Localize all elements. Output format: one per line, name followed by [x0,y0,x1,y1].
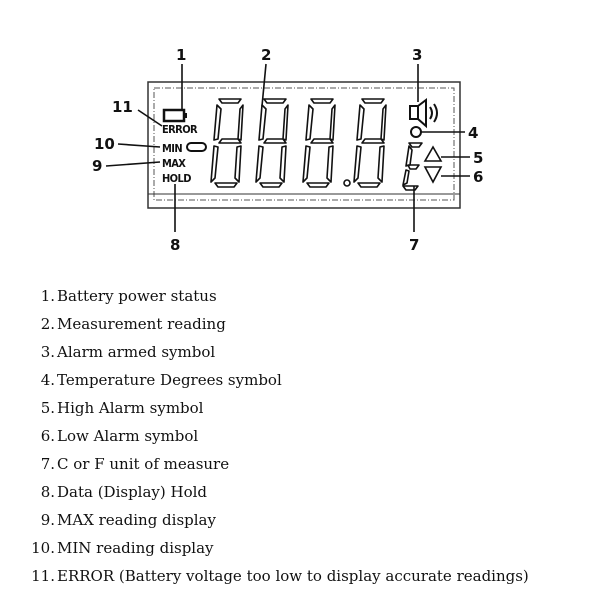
degree-icon [410,126,422,138]
legend-text: MAX reading display [57,511,216,529]
legend-item: 4.Temperature Degrees symbol [0,370,600,398]
high-alarm-icon [423,145,443,162]
legend-text: Measurement reading [57,315,226,333]
legend-number: 6. [40,427,55,445]
legend-number: 1. [40,287,55,305]
legend-number: 5. [40,399,55,417]
legend-item: 10.MIN reading display [0,538,600,566]
legend-item: 1.Battery power status [0,286,600,314]
callout-9: 9 [92,157,102,175]
battery-icon [162,108,187,123]
hold-label: HOLD [162,172,191,185]
decimal-point [343,179,351,187]
legend-text: C or F unit of measure [57,455,230,473]
legend-item: 9.MAX reading display [0,510,600,538]
callout-11: 11 [112,98,133,116]
leader-lines [105,63,470,232]
callout-10: 10 [94,135,115,153]
legend-item: 2.Measurement reading [0,314,600,342]
unit-segments [402,142,423,191]
callout-4: 4 [468,124,478,142]
legend-list: 1.Battery power status 2.Measurement rea… [0,286,600,594]
lcd-inner-frame [153,87,455,201]
callout-6: 6 [473,168,483,186]
measurement-digits [210,98,387,188]
legend-item: 11.ERROR (Battery voltage too low to dis… [0,566,600,594]
legend-text: Alarm armed symbol [57,343,216,361]
low-alarm-icon [423,166,443,184]
legend-number: 7. [40,455,55,473]
callout-1: 1 [176,46,186,64]
legend-item: 5.High Alarm symbol [0,398,600,426]
speaker-icon [409,98,438,129]
legend-item: 6.Low Alarm symbol [0,426,600,454]
legend-number: 11. [31,567,55,585]
legend-item: 7.C or F unit of measure [0,454,600,482]
callout-3: 3 [412,46,422,64]
callout-5: 5 [473,149,483,167]
min-indicator [186,142,207,152]
legend-text: Data (Display) Hold [57,483,208,501]
max-label: MAX [162,157,186,170]
legend-number: 3. [40,343,55,361]
legend-number: 8. [40,483,55,501]
legend-item: 3.Alarm armed symbol [0,342,600,370]
lcd-diagram: ERROR MIN MAX HOLD [92,46,483,254]
lcd-outer-frame [147,81,461,209]
legend-text: Temperature Degrees symbol [57,371,282,389]
legend-item: 8.Data (Display) Hold [0,482,600,510]
callout-2: 2 [261,46,271,64]
legend-text: ERROR (Battery voltage too low to displa… [57,567,529,585]
error-label: ERROR [162,123,198,136]
legend-number: 9. [40,511,55,529]
legend-text: Low Alarm symbol [57,427,199,445]
legend-number: 10. [31,539,55,557]
callout-7: 7 [409,236,419,254]
legend-text: High Alarm symbol [57,399,204,417]
legend-number: 2. [40,315,55,333]
legend-text: MIN reading display [57,539,214,557]
legend-number: 4. [40,371,55,389]
legend-text: Battery power status [57,287,217,305]
min-label: MIN [162,142,182,155]
callout-8: 8 [170,236,180,254]
